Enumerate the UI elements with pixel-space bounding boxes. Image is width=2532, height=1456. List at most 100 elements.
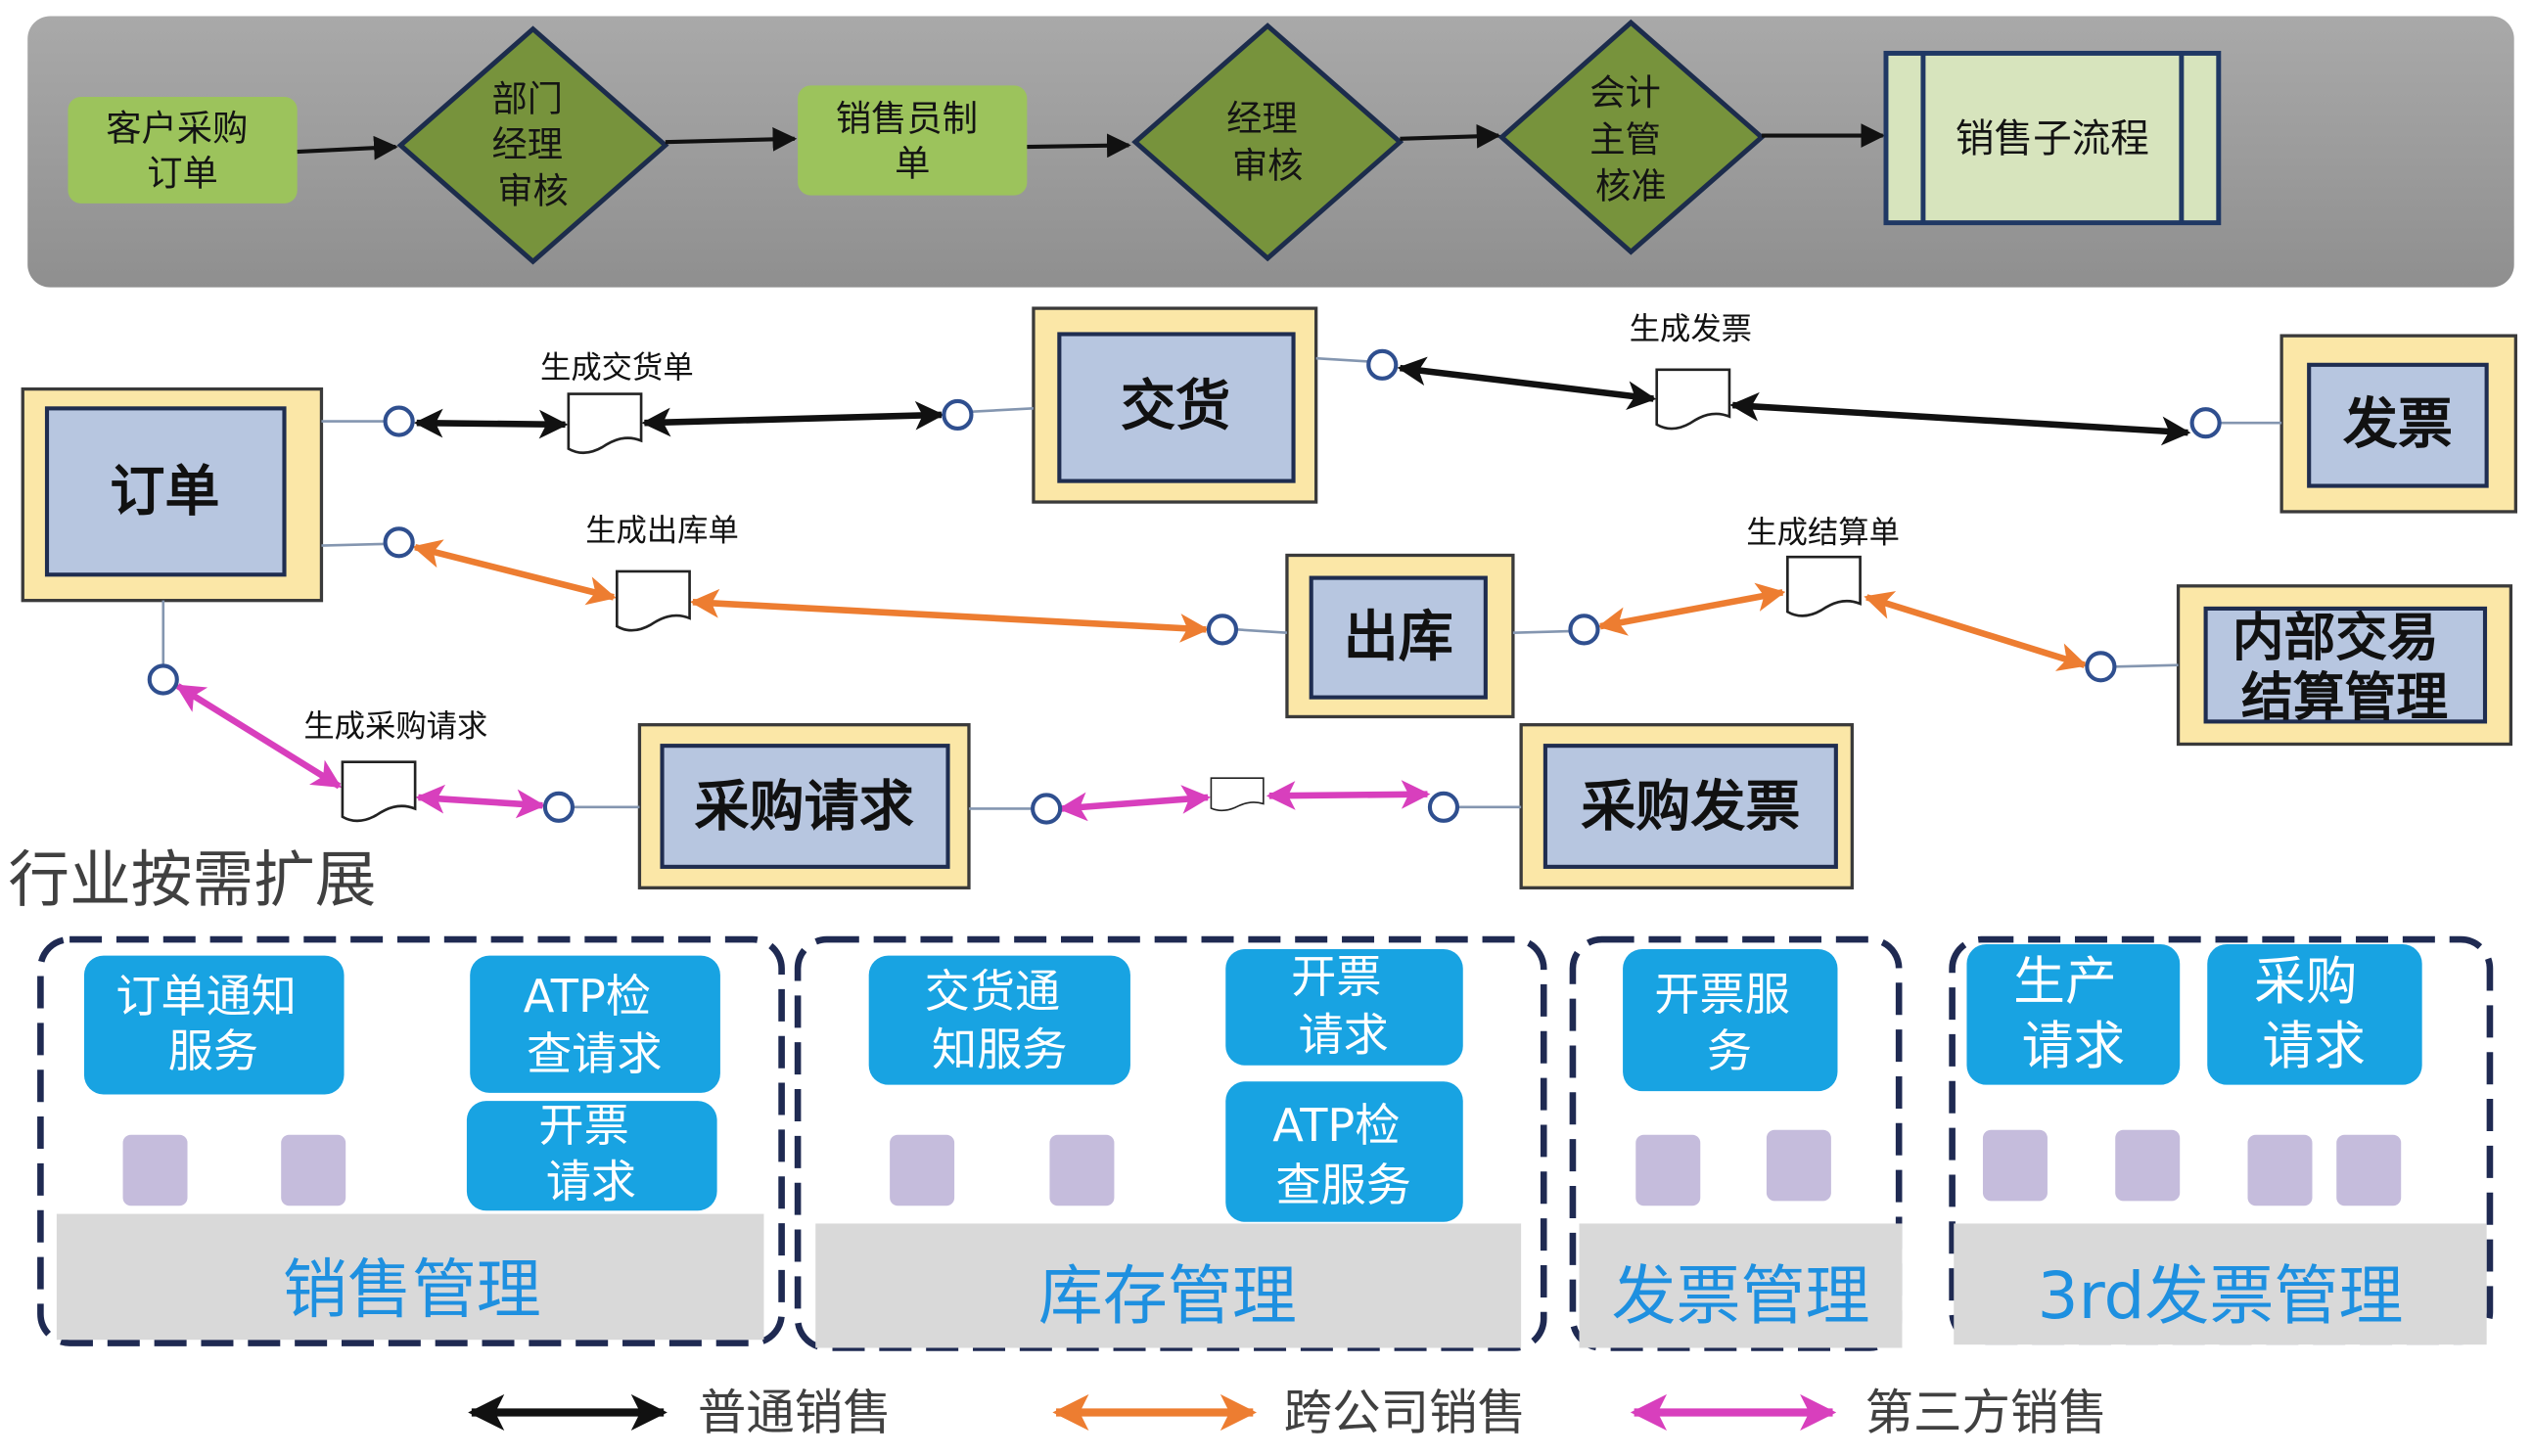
create-settlement-label: 生成结算单 (1746, 515, 1900, 550)
connector-nodes (147, 348, 2222, 825)
create-invoice-label: 生成发票 (1630, 312, 1752, 347)
accounting-approval-step: 会计 主管 核准 (1497, 19, 1766, 255)
create-purchase-request-label: 生成采购请求 (303, 708, 487, 744)
intercompany-arrow (1597, 582, 1786, 636)
third-party-arrow (1266, 780, 1431, 810)
goods-issue-document: 出库 (1285, 553, 1515, 719)
dept-manager-review-diamond (396, 25, 669, 265)
service-label: 开票 请求 (538, 1099, 643, 1208)
purchase-invoice-inner-box (1542, 744, 1838, 869)
extension-title: 行业按需扩展 (8, 844, 376, 916)
service-label: ATP检 查请求 (524, 970, 666, 1080)
module-billing: 开票服 务 发票管理 (1569, 935, 1903, 1351)
component-placeholder (1635, 1134, 1701, 1206)
stub-line (972, 407, 1035, 413)
service-box (470, 955, 720, 1093)
component-placeholder (890, 1134, 955, 1206)
connector-node (383, 405, 415, 437)
stub-line (1512, 629, 1570, 634)
module-frame (37, 935, 785, 1346)
service-box (1225, 1081, 1463, 1222)
sales-rep-entry-step: 销售员制 单 (798, 85, 1028, 196)
manager-review-diamond (1131, 23, 1404, 262)
module-title-bar (56, 1213, 764, 1341)
module-title-bar (1579, 1223, 1903, 1348)
service-box (466, 1101, 717, 1211)
intercompany-sales-flow: 生成出库单 生成结算单 (412, 514, 2088, 671)
stub-line (321, 542, 385, 547)
service-box (1225, 949, 1463, 1066)
purchase-request-inner-box (660, 744, 950, 869)
intercompany-inner-box (2203, 606, 2488, 724)
flow-arrow (665, 127, 798, 152)
service-label: 开票服 务 (1654, 968, 1804, 1077)
connector-node (1206, 614, 1239, 646)
service-box (1966, 944, 2181, 1085)
service-label: 生产 请求 (2013, 951, 2133, 1075)
module-title: 3rd发票管理 (2038, 1258, 2404, 1334)
component-placeholder (2115, 1129, 2181, 1202)
order-label: 订单 (110, 461, 219, 524)
component-placeholder (1982, 1129, 2048, 1202)
service-label: 订单通知 服务 (115, 970, 310, 1077)
third-party-arrow (175, 683, 343, 790)
module-title-bar (1954, 1223, 2487, 1345)
component-placeholder (2336, 1134, 2402, 1206)
component-placeholder (122, 1134, 188, 1206)
service-label: 采购 请求 (2254, 951, 2373, 1075)
service-box (83, 955, 345, 1095)
connector-node (542, 791, 575, 823)
intercompany-arrow (412, 539, 617, 606)
manager-review-label: 经理 审核 (1226, 97, 1309, 186)
delivery-inner-box (1057, 332, 1296, 483)
purchase-request-doc-icon (341, 760, 417, 823)
dept-manager-review-label: 部门 经理 审核 (491, 77, 574, 211)
component-placeholder (1766, 1129, 1831, 1202)
module-title: 库存管理 (1038, 1258, 1297, 1334)
service-label: 交货通 知服务 (925, 965, 1075, 1075)
stub-line (2115, 663, 2179, 668)
standard-sales-arrow (1729, 391, 2191, 446)
invoice-doc-icon (1655, 368, 1731, 431)
document-flow: 订单 交货 发票 出库 内部交易 结算管理 采购请求 (21, 306, 2517, 889)
service-label: 开票 请求 (1291, 950, 1396, 1061)
connector-stubs (161, 356, 2282, 810)
connector-node (2189, 407, 2222, 439)
standard-sales-arrow (1397, 356, 1657, 410)
delivery-label: 交货 (1121, 375, 1230, 438)
approval-flow-band: 客户采购 订单 部门 经理 审核 销售员制 单 经理 (27, 16, 2514, 288)
create-delivery-label: 生成交货单 (540, 350, 694, 386)
delivery-note-doc-icon (567, 392, 643, 455)
create-goods-issue-label: 生成出库单 (585, 514, 739, 549)
connector-node (1568, 614, 1600, 646)
customer-po-label: 客户采购 订单 (106, 107, 259, 194)
order-inner-box (44, 406, 287, 577)
module-third-party: 生产 请求 采购 请求 3rd发票管理 (1949, 935, 2494, 1345)
purchase-invoice-document: 采购发票 (1519, 723, 1854, 889)
third-party-arrow (415, 784, 546, 819)
intercompany-arrow (1864, 591, 2088, 671)
sales-subprocess-label: 销售子流程 (1956, 116, 2149, 161)
connector-node (1366, 348, 1399, 381)
sales-subprocess-step: 销售子流程 (1883, 50, 2222, 226)
settlement-doc-icon (1786, 555, 1862, 617)
purchase-invoice-doc-icon (1211, 778, 1263, 810)
intercompany-label: 内部交易 结算管理 (2233, 608, 2457, 727)
module-title: 销售管理 (283, 1252, 541, 1328)
sales-rep-entry-box (798, 85, 1028, 196)
invoice-label: 发票 (2343, 392, 2453, 456)
service-box (1623, 949, 1838, 1092)
module-title-bar (815, 1223, 1522, 1348)
service-label: ATP检 查服务 (1272, 1099, 1414, 1211)
third-party-arrow (1058, 785, 1212, 822)
connector-node (942, 398, 974, 432)
flow-arrow (1400, 123, 1501, 149)
standard-sales-arrow (641, 400, 944, 437)
delivery-document: 交货 (1032, 306, 1318, 504)
purchase-request-document: 采购请求 (637, 723, 971, 889)
connector-node (147, 663, 179, 696)
manager-review-step: 经理 审核 (1131, 23, 1404, 262)
intercompany-settlement-document: 内部交易 结算管理 (2176, 584, 2513, 747)
connector-node (1427, 791, 1460, 823)
